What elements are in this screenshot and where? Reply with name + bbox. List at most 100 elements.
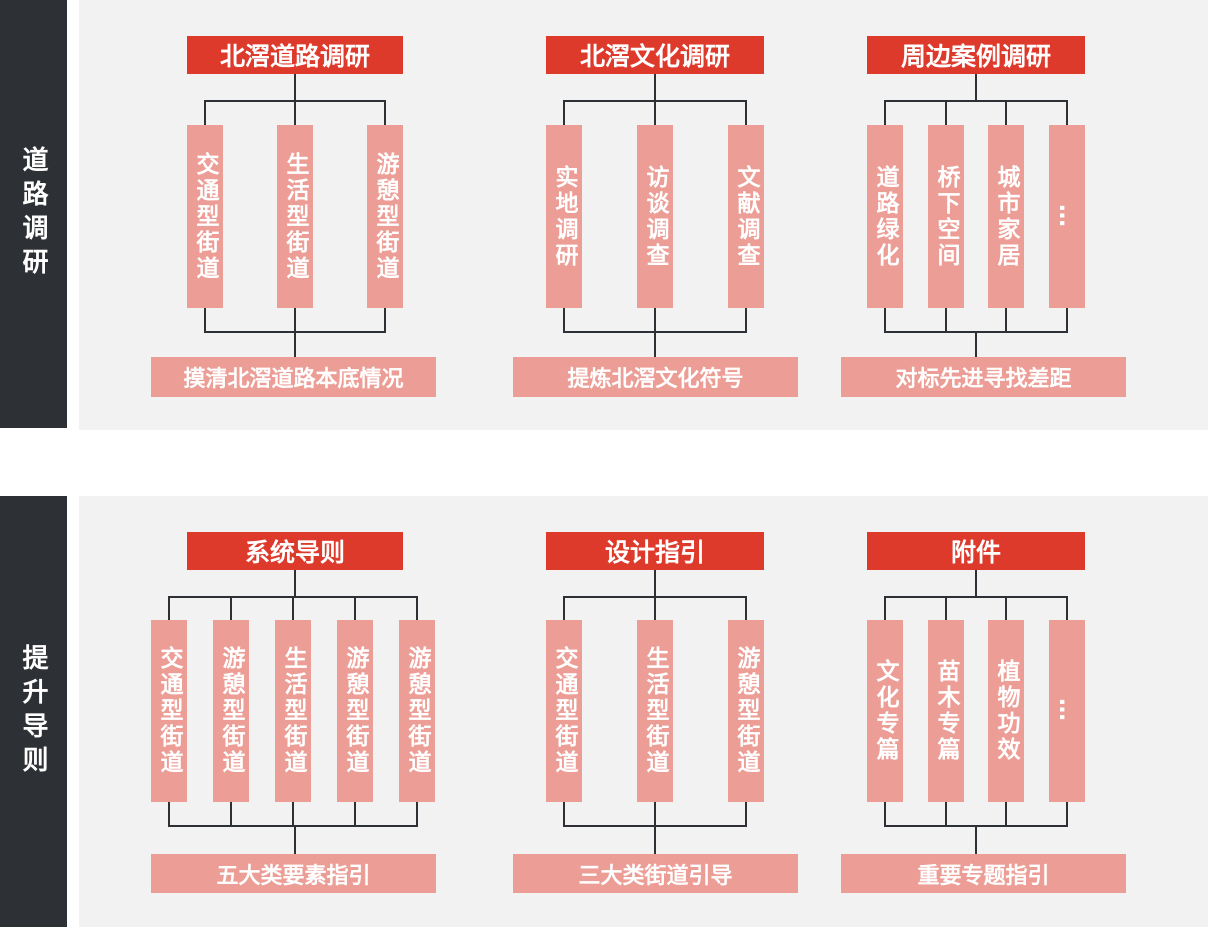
group-item-text: 植物功效 (993, 659, 1019, 763)
group-item: 生活型街道 (637, 620, 673, 802)
connector-line (230, 597, 232, 620)
connector-line (654, 74, 656, 101)
group-item: … (1049, 620, 1085, 802)
connector-line (884, 100, 1068, 102)
connector-line (563, 308, 565, 332)
connector-line (168, 802, 170, 826)
group-item-text: 交通型街道 (551, 646, 577, 776)
group-summary-text: 摸清北滘道路本底情况 (183, 367, 404, 392)
connector-line (204, 101, 206, 125)
connector-line (1005, 802, 1007, 826)
group-item-text: 游憩型街道 (733, 646, 759, 776)
connector-line (563, 101, 565, 125)
connector-line (1066, 597, 1068, 620)
connector-line (168, 825, 418, 827)
connector-line (168, 597, 170, 620)
connector-line (945, 802, 947, 826)
connector-line (884, 596, 1068, 598)
connector-line (384, 308, 386, 332)
group-item: 文献调查 (728, 125, 764, 308)
group-item-text: 生活型街道 (642, 646, 668, 776)
group-title: 附件 (867, 532, 1085, 570)
group-item: 游憩型街道 (399, 620, 435, 802)
group-item: 交通型街道 (546, 620, 582, 802)
group-item: 文化专篇 (867, 620, 903, 802)
group-title-text: 北滘文化调研 (579, 42, 730, 71)
group-item: 实地调研 (546, 125, 582, 308)
group-item: 游憩型街道 (337, 620, 373, 802)
group-title-text: 北滘道路调研 (219, 42, 370, 71)
connector-line (294, 570, 296, 597)
connector-line (884, 308, 886, 332)
group-item-text: 桥下空间 (933, 164, 959, 269)
group-item: 交通型街道 (187, 125, 223, 308)
group-title: 北滘文化调研 (546, 36, 764, 74)
group-item-text: 城市家居 (993, 164, 1019, 269)
connector-line (975, 570, 977, 597)
connector-line (975, 332, 977, 357)
connector-line (563, 597, 565, 620)
group-item: 访谈调查 (637, 125, 673, 308)
connector-line (654, 308, 656, 332)
group-item: 桥下空间 (928, 125, 964, 308)
connector-line (654, 826, 656, 854)
group-item: 植物功效 (988, 620, 1024, 802)
group-summary: 三大类街道引导 (513, 854, 798, 893)
connector-line (416, 597, 418, 620)
connector-line (354, 597, 356, 620)
section-label-road-research: 道路调研 (0, 0, 67, 428)
connector-line (230, 802, 232, 826)
group-item-text: 游憩型街道 (342, 646, 368, 776)
connector-line (975, 826, 977, 854)
connector-line (975, 74, 977, 101)
group-item-text: 苗木专篇 (933, 659, 959, 763)
connector-line (745, 802, 747, 826)
group-title: 北滘道路调研 (187, 36, 403, 74)
group-item-text: … (1054, 203, 1080, 230)
group-summary: 提炼北滘文化符号 (513, 357, 798, 397)
connector-line (884, 802, 886, 826)
section-label-text: 道路调研 (18, 146, 48, 282)
group-item-text: 游憩型街道 (218, 646, 244, 776)
group-item-text: 生活型街道 (280, 646, 306, 776)
group-item-text: 交通型街道 (156, 646, 182, 776)
connector-line (204, 308, 206, 332)
group-summary-text: 重要专题指引 (917, 863, 1050, 889)
connector-line (945, 597, 947, 620)
connector-line (294, 826, 296, 854)
connector-line (354, 802, 356, 826)
connector-line (292, 597, 294, 620)
connector-line (294, 101, 296, 125)
group-item-text: 交通型街道 (192, 151, 218, 282)
group-summary: 重要专题指引 (841, 854, 1126, 893)
connector-line (945, 308, 947, 332)
group-item: 苗木专篇 (928, 620, 964, 802)
connector-line (1005, 308, 1007, 332)
group-item: 生活型街道 (277, 125, 313, 308)
group-title-text: 周边案例调研 (900, 42, 1051, 71)
group-item-text: … (1054, 698, 1080, 724)
group-summary-text: 五大类要素指引 (216, 863, 371, 889)
group-title-text: 系统导则 (244, 538, 345, 567)
connector-line (294, 332, 296, 357)
connector-line (654, 802, 656, 826)
connector-line (292, 802, 294, 826)
group-summary-text: 三大类街道引导 (578, 863, 733, 889)
connector-line (654, 570, 656, 597)
connector-line (1005, 101, 1007, 125)
group-item-text: 生活型街道 (282, 151, 308, 282)
connector-line (654, 597, 656, 620)
group-item-text: 游憩型街道 (404, 646, 430, 776)
group-item-text: 道路绿化 (872, 164, 898, 269)
connector-line (945, 101, 947, 125)
group-summary: 对标先进寻找差距 (841, 357, 1126, 397)
connector-line (745, 308, 747, 332)
connector-line (416, 802, 418, 826)
connector-line (1066, 308, 1068, 332)
connector-line (1066, 802, 1068, 826)
connector-line (654, 101, 656, 125)
connector-line (563, 802, 565, 826)
connector-line (294, 74, 296, 101)
connector-line (745, 101, 747, 125)
section-label-guidelines: 提升导则 (0, 496, 67, 927)
